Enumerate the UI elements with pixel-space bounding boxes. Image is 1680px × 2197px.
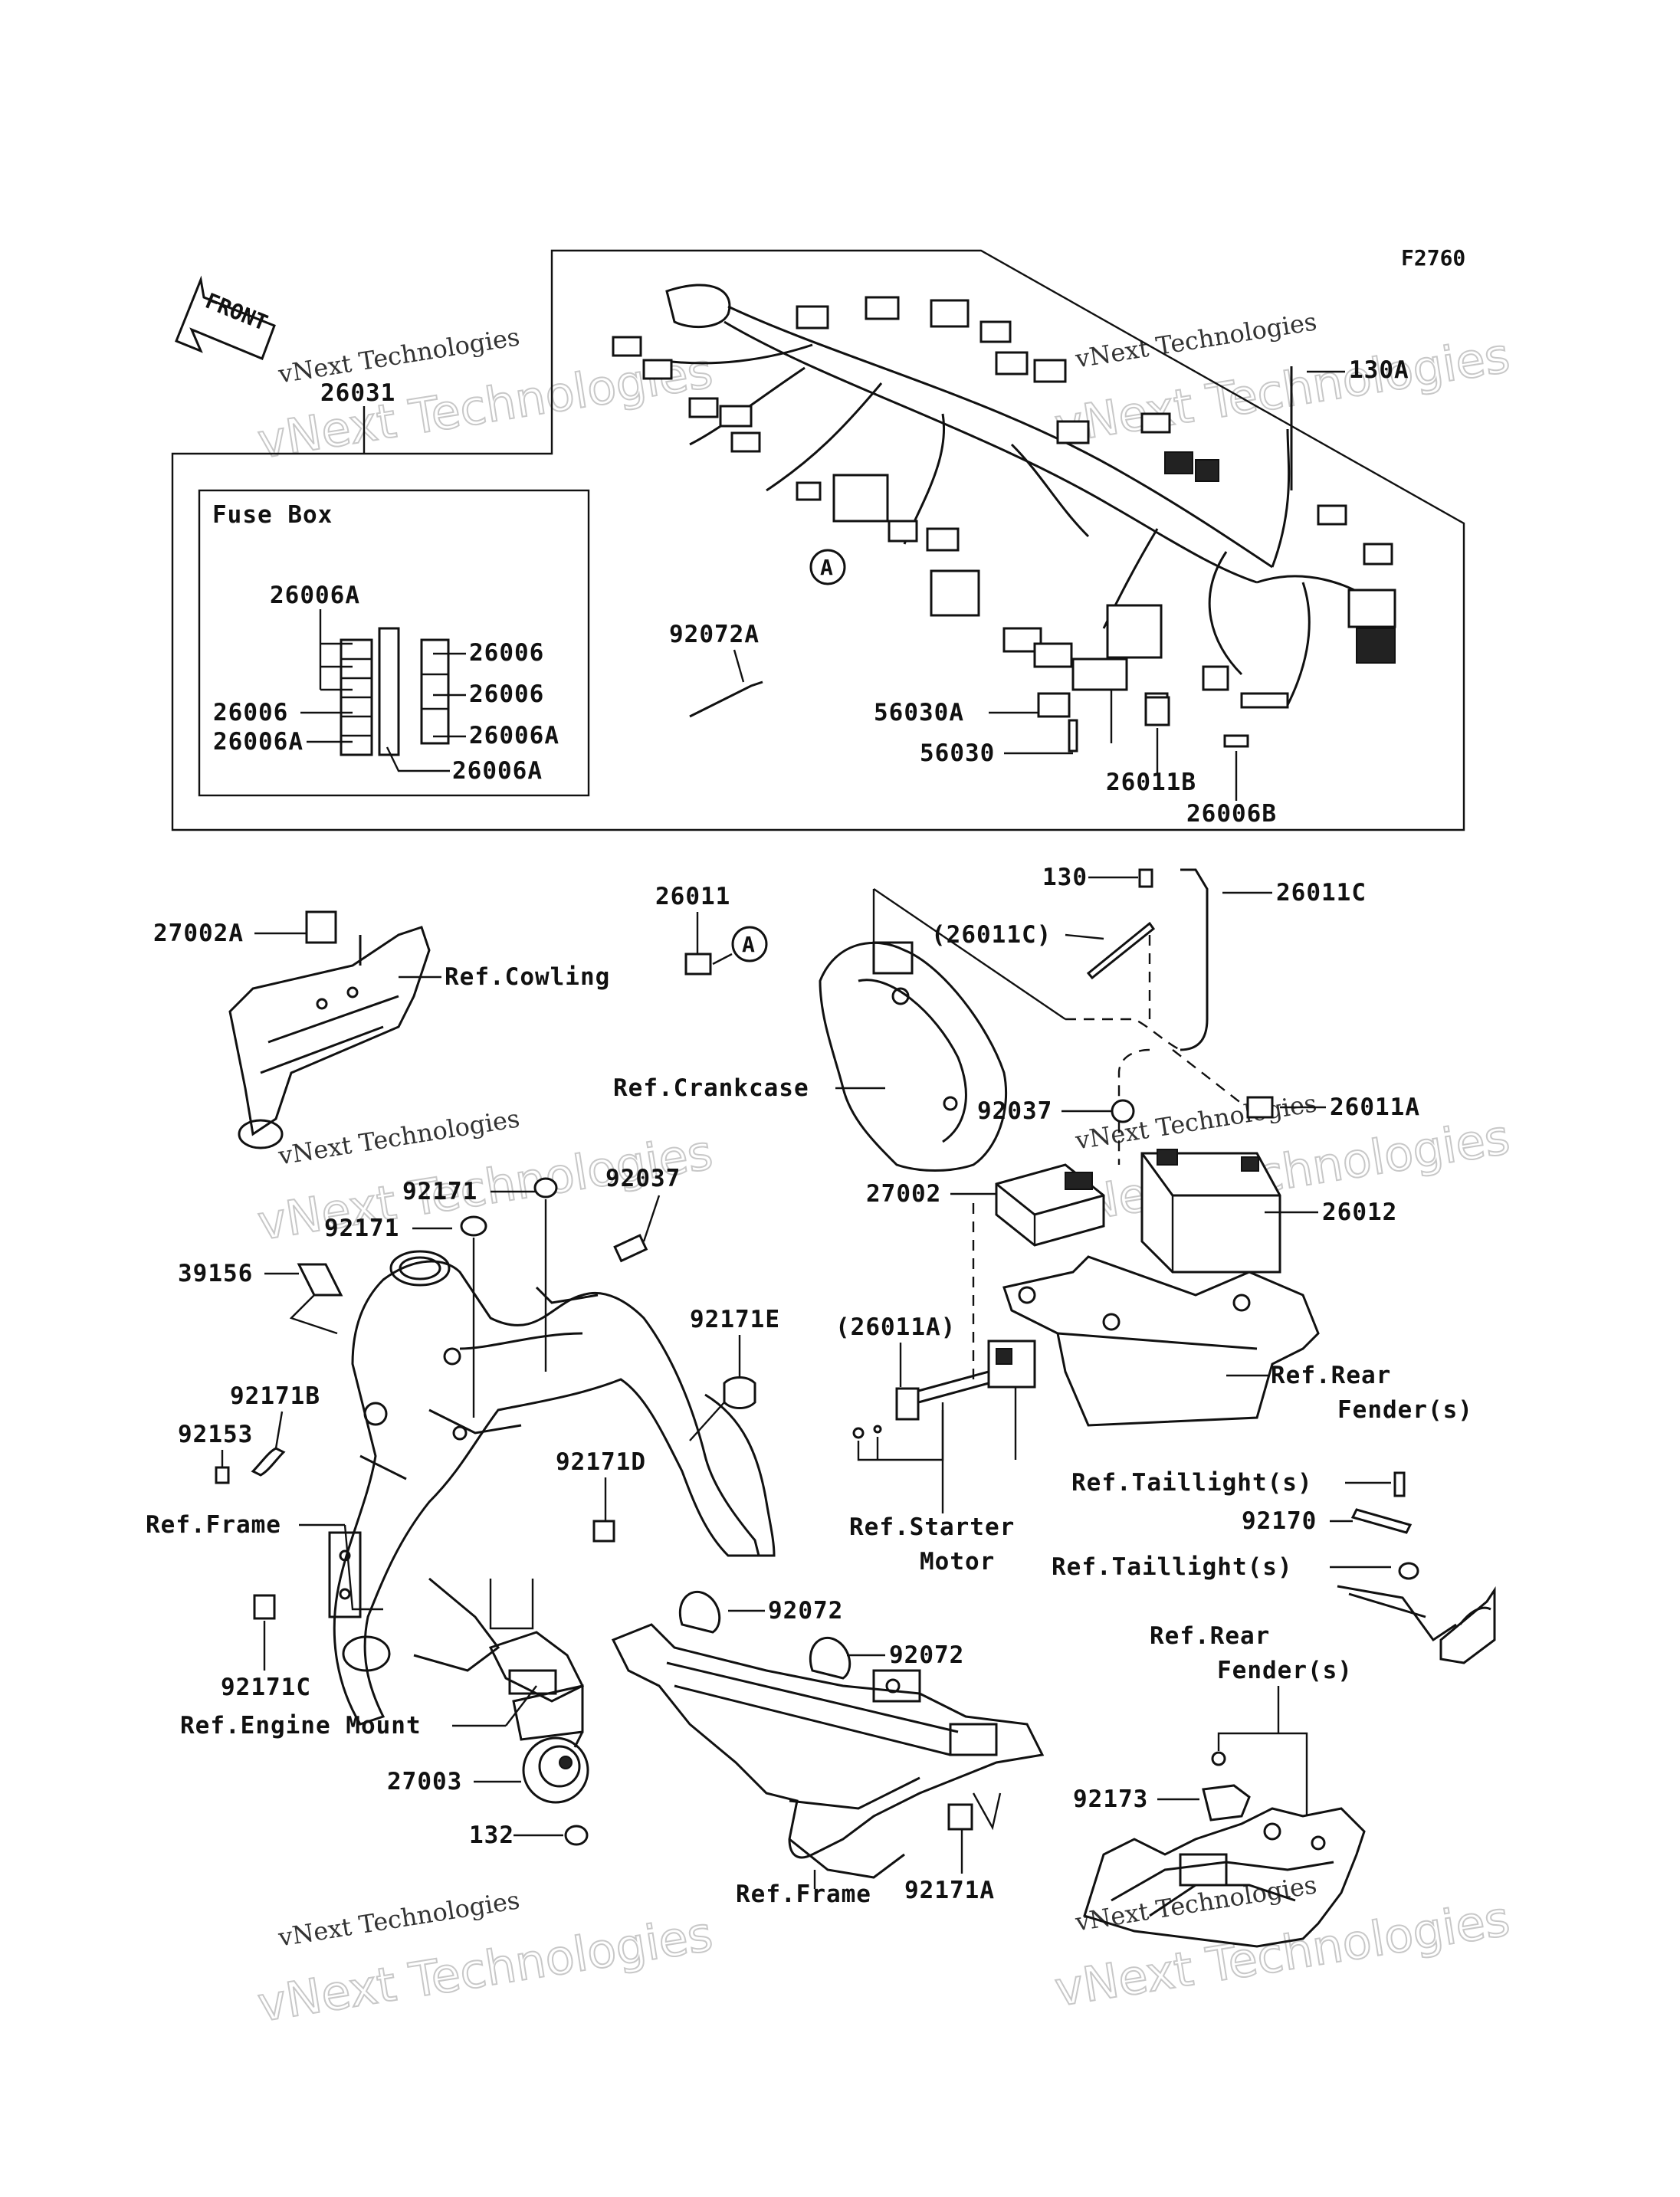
ref-taillight-label-2: Ref.Taillight(s): [1052, 1553, 1293, 1581]
starter-relay: [895, 1340, 1036, 1421]
ref-frame-label-1: Ref.Frame: [146, 1511, 281, 1539]
part-label-26011B: 26011B: [1106, 769, 1196, 796]
cowling-bracket: [228, 910, 431, 1149]
part-label-92170: 92170: [1242, 1507, 1317, 1535]
battery-tray: [1002, 1255, 1320, 1427]
part-label-26006A-bottom: 26006A: [452, 757, 543, 785]
rear-fender: [1083, 1784, 1366, 1948]
crankcase-cover: [819, 941, 1008, 1172]
part-label-92173: 92173: [1073, 1785, 1148, 1813]
part-label-92171E: 92171E: [690, 1306, 780, 1333]
part-label-26011: 26011: [655, 883, 730, 910]
watermark-top-left: vNext Technologies vNext Technologies: [253, 322, 717, 470]
main-frame: [328, 1250, 760, 1726]
ref-rear-fender-label-1b: Fender(s): [1337, 1396, 1473, 1424]
part-label-130: 130: [1042, 864, 1088, 891]
ref-cowling-label: Ref.Cowling: [445, 963, 610, 991]
part-label-92153: 92153: [178, 1421, 253, 1448]
taillight-unit: [1337, 1562, 1496, 1664]
part-label-26006-r2: 26006: [469, 680, 544, 708]
ref-engine-mount-label: Ref.Engine Mount: [180, 1712, 422, 1740]
figure-code: F2760: [1401, 245, 1465, 271]
part-label-92171-b: 92171: [324, 1215, 399, 1242]
ecu-module: [995, 1163, 1105, 1247]
part-label-92171-a: 92171: [402, 1178, 477, 1205]
ref-taillight-label-1: Ref.Taillight(s): [1071, 1469, 1313, 1497]
part-label-26006-r1: 26006: [469, 639, 544, 667]
part-label-132: 132: [469, 1822, 514, 1849]
part-label-39156: 39156: [178, 1260, 253, 1287]
svg-text:A: A: [742, 932, 755, 957]
callout-A-icon-2: [731, 926, 768, 962]
part-label-26012: 26012: [1322, 1199, 1397, 1226]
callout-A-icon: [809, 549, 846, 585]
part-label-26006B: 26006B: [1186, 800, 1277, 828]
part-label-92072-a: 92072: [768, 1597, 843, 1625]
part-label-92037-b: 92037: [605, 1165, 681, 1192]
part-label-56030A: 56030A: [874, 699, 964, 726]
part-label-92171D: 92171D: [556, 1448, 646, 1476]
ref-rear-fender-label-1a: Ref.Rear: [1271, 1362, 1391, 1389]
watermark-top-right: vNext Technologies vNext Technologies: [1050, 307, 1514, 454]
ref-starter-label-a: Ref.Starter: [849, 1513, 1015, 1541]
part-label-26006A-top: 26006A: [270, 582, 360, 609]
horn: [522, 1731, 589, 1804]
front-label: FRONT: [202, 288, 271, 336]
part-label-26011A: 26011A: [1330, 1094, 1420, 1121]
battery: [1140, 1149, 1281, 1274]
part-label-26011C-paren: (26011C): [931, 921, 1052, 949]
part-label-27002: 27002: [866, 1180, 941, 1208]
part-label-56030: 56030: [920, 739, 995, 767]
part-label-92171A: 92171A: [904, 1877, 995, 1904]
ref-starter-label-b: Motor: [920, 1548, 995, 1576]
part-label-130A: 130A: [1349, 356, 1409, 384]
front-arrow-icon: FRONT: [175, 275, 276, 360]
ref-crankcase-label: Ref.Crankcase: [613, 1074, 809, 1102]
watermark-bottom-left: vNext Technologies vNext Technologies: [253, 1885, 717, 2033]
part-label-27002A: 27002A: [153, 920, 244, 947]
harness-panel-outline: [171, 249, 1465, 831]
part-label-92171C: 92171C: [221, 1674, 311, 1701]
main-wiring-harness: A: [612, 284, 1396, 718]
fuse-box-drawing: [340, 627, 450, 756]
part-label-92037-a: 92037: [977, 1097, 1052, 1125]
part-label-26031: 26031: [320, 379, 395, 407]
fuse-box-panel: [198, 489, 590, 797]
part-label-27003: 27003: [387, 1768, 462, 1795]
svg-text:A: A: [820, 555, 833, 580]
part-label-26006-l: 26006: [213, 699, 288, 726]
part-label-26006A-l: 26006A: [213, 728, 304, 756]
sub-frame: [611, 1623, 1045, 1879]
ref-frame-label-2: Ref.Frame: [736, 1881, 871, 1908]
part-label-26006A-r3: 26006A: [469, 722, 559, 749]
ref-rear-fender-label-2a: Ref.Rear: [1150, 1622, 1270, 1650]
part-label-92072A: 92072A: [669, 621, 760, 648]
ref-rear-fender-label-2b: Fender(s): [1217, 1657, 1353, 1684]
part-label-26011C: 26011C: [1276, 879, 1367, 907]
part-label-92072-b: 92072: [889, 1641, 964, 1669]
fuse-box-title: Fuse Box: [212, 501, 333, 529]
part-label-26011A-paren: (26011A): [835, 1313, 956, 1341]
part-label-92171B: 92171B: [230, 1382, 320, 1410]
